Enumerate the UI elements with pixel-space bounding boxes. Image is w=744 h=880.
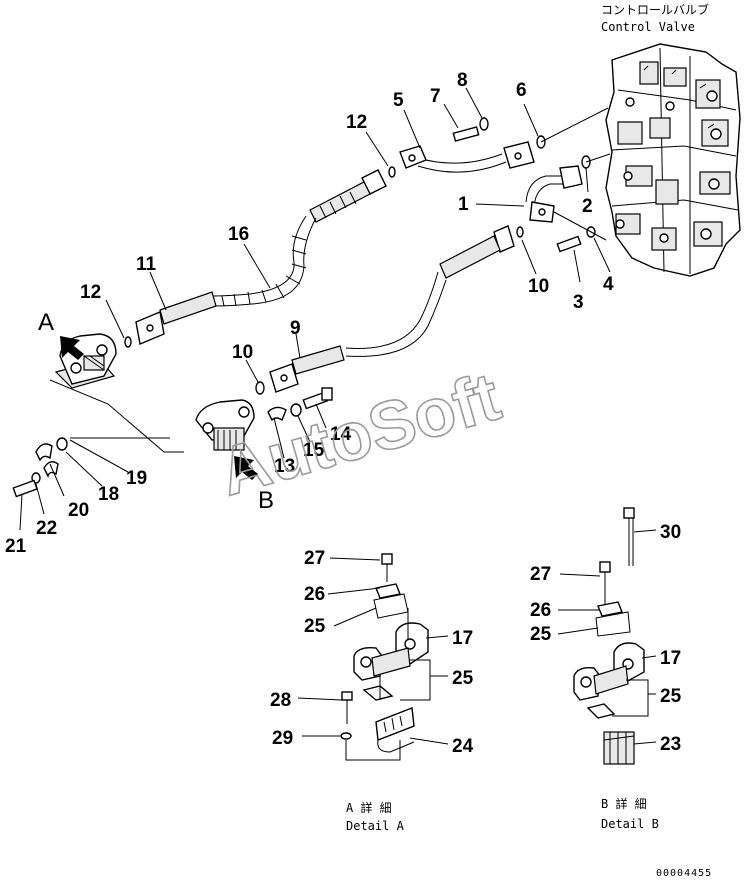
clamp-assembly-a-drawing [49, 333, 184, 453]
clamp-assembly-b-drawing [195, 399, 255, 451]
callout-6: 6 [516, 80, 527, 101]
callout-14: 14 [330, 424, 352, 445]
callout-16: 16 [228, 224, 249, 245]
callout-29: 29 [272, 728, 293, 749]
detail-b-caption-en: Detail B [601, 817, 659, 831]
callout-17-detail-a: 17 [452, 628, 473, 649]
view-letter-a: A [38, 309, 54, 336]
hose-9-drawing [255, 225, 524, 395]
detail-b-caption-jp: B 詳 細 [601, 796, 647, 811]
callout-10-lower: 10 [232, 342, 253, 363]
control-valve-drawing [605, 43, 741, 277]
callout-26-detail-a: 26 [304, 584, 325, 605]
detail-a-drawing [340, 553, 429, 761]
detail-a-caption-jp: A 詳 細 [346, 800, 392, 815]
figure-code: 00004455 [656, 868, 712, 879]
callout-30: 30 [660, 522, 681, 543]
callout-27-detail-a: 27 [304, 548, 325, 569]
callout-24: 24 [452, 736, 474, 757]
callout-17-detail-b: 17 [660, 648, 681, 669]
callout-8: 8 [457, 70, 468, 91]
callout-12-top: 12 [346, 112, 367, 133]
callout-3: 3 [573, 292, 584, 313]
leader-lines [19, 87, 657, 745]
callout-7: 7 [430, 86, 441, 107]
callout-11: 11 [136, 254, 157, 275]
callout-13: 13 [274, 456, 295, 477]
callout-28: 28 [270, 690, 291, 711]
callout-5: 5 [393, 90, 404, 111]
title-japanese: コントロールバルブ [601, 2, 709, 17]
callout-9: 9 [290, 318, 301, 339]
callout-15: 15 [303, 440, 325, 461]
callout-2: 2 [582, 196, 593, 217]
callout-25-detail-b-top: 25 [530, 624, 552, 645]
callout-19: 19 [126, 468, 147, 489]
callout-4: 4 [603, 274, 614, 295]
hardware-13-14-15-drawing [267, 387, 333, 422]
detail-a-caption-en: Detail A [346, 819, 405, 833]
callout-12-left: 12 [80, 282, 101, 303]
callout-27-detail-b: 27 [530, 564, 551, 585]
callout-22: 22 [36, 518, 57, 539]
view-letter-b: B [258, 487, 274, 514]
callout-21: 21 [5, 536, 27, 557]
callout-25-detail-b-right: 25 [660, 686, 682, 707]
view-arrow-a [60, 336, 84, 360]
hardware-18-22-drawing [12, 437, 170, 498]
title-english: Control Valve [601, 20, 695, 34]
callout-25-detail-a-right: 25 [452, 668, 474, 689]
detail-b-drawing [573, 507, 645, 765]
callout-numbers: 1 2 3 4 5 6 7 8 9 10 10 11 12 12 13 14 1… [5, 70, 682, 757]
hose-16-drawing [124, 166, 396, 348]
callout-10-right: 10 [528, 276, 549, 297]
view-arrow-b [234, 456, 258, 480]
callout-25-detail-a-top: 25 [304, 616, 326, 637]
callout-26-detail-b: 26 [530, 600, 551, 621]
callout-20: 20 [68, 500, 89, 521]
callout-1: 1 [458, 194, 469, 215]
watermark: AutoSoft [211, 358, 508, 510]
callout-23: 23 [660, 734, 681, 755]
pipe-5-drawing [399, 107, 609, 173]
callout-18: 18 [98, 484, 119, 505]
pipe-1-drawing [525, 153, 611, 253]
